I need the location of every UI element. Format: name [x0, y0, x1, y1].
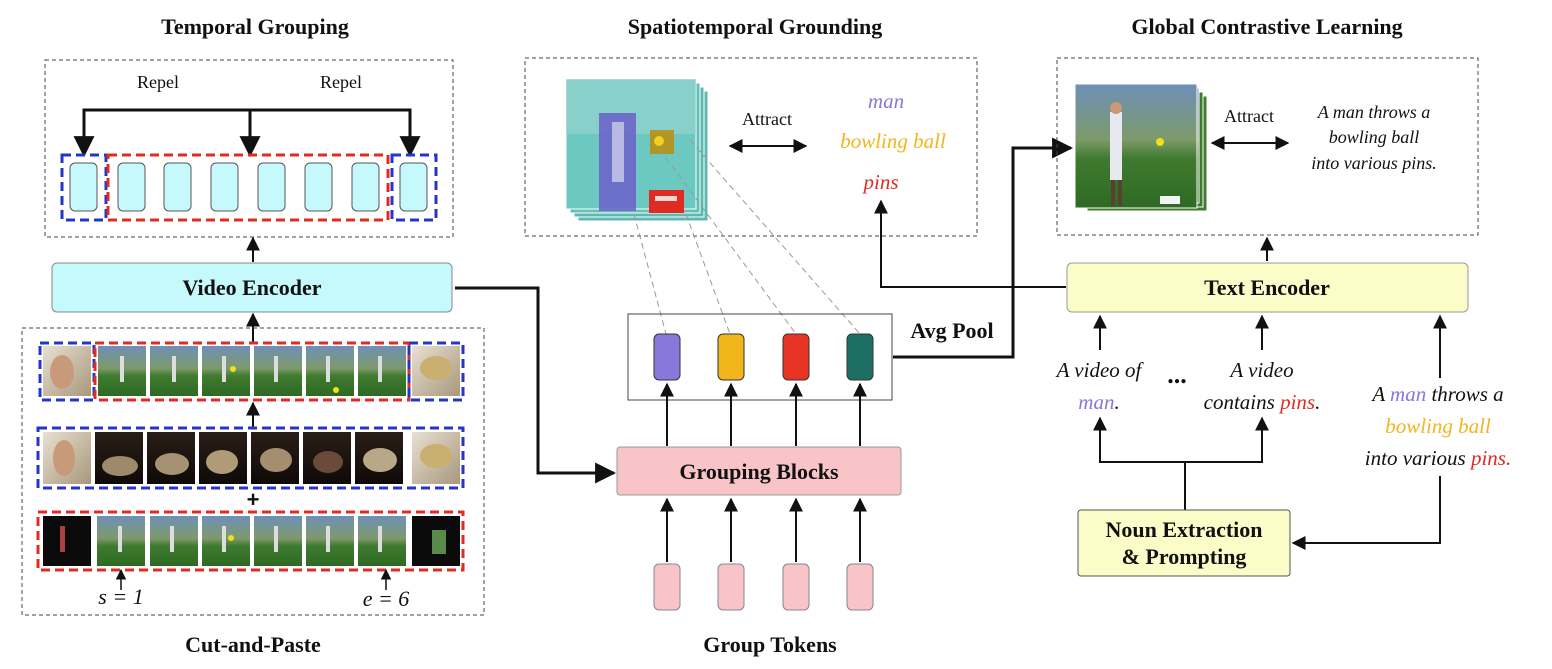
prompt-b-line1: A video — [1228, 358, 1293, 382]
grouping-up-arrows — [660, 382, 867, 446]
group-tokens — [653, 563, 874, 611]
arrow-caption-to-extract — [1291, 476, 1441, 550]
title-global-contrastive: Global Contrastive Learning — [1131, 14, 1402, 39]
global-contrastive-panel — [1056, 57, 1479, 236]
token-background — [846, 333, 874, 381]
arrow-extract-to-prompt-b — [1185, 416, 1269, 463]
token-bowling-ball — [717, 333, 745, 381]
token-up-arrows — [660, 497, 867, 562]
grounding-word-bowling-ball: bowling ball — [840, 129, 946, 153]
title-group-tokens: Group Tokens — [703, 632, 837, 657]
noun-extraction-line2: & Prompting — [1122, 544, 1247, 569]
global-caption-line3: into various pins. — [1311, 153, 1437, 173]
grounding-word-pins: pins — [861, 170, 898, 194]
title-spatiotemporal-grounding: Spatiotemporal Grounding — [628, 14, 882, 39]
grouping-blocks-label: Grouping Blocks — [679, 459, 839, 484]
pooled-token-box — [627, 313, 893, 401]
global-caption-line1: A man throws a — [1317, 102, 1431, 122]
temporal-grouping-panel — [44, 59, 454, 238]
start-index: s = 1 — [98, 584, 143, 609]
attract-label-grounding: Attract — [742, 109, 792, 129]
noun-extraction-line1: Noun Extraction — [1105, 517, 1262, 542]
cut-and-paste-panel — [21, 327, 485, 616]
attract-label-global: Attract — [1224, 106, 1274, 126]
repel-label-left: Repel — [137, 72, 179, 92]
title-cut-and-paste: Cut-and-Paste — [185, 632, 321, 657]
token-pins — [782, 333, 810, 381]
noun-extraction-block: Noun Extraction & Prompting — [1077, 509, 1291, 577]
avg-pool-label: Avg Pool — [910, 318, 993, 343]
arrow-text-encoder-to-words — [874, 199, 1066, 288]
grounding-frames — [565, 78, 709, 222]
global-caption-line2: bowling ball — [1329, 127, 1420, 147]
title-temporal-grouping: Temporal Grouping — [161, 14, 349, 39]
caption-colored-line1: A man throws a — [1370, 382, 1503, 406]
caption-colored-line2: bowling ball — [1385, 414, 1491, 438]
token-man — [653, 333, 681, 381]
text-encoder-block: Text Encoder — [1066, 262, 1469, 313]
grouping-blocks: Grouping Blocks — [616, 446, 902, 496]
global-frames — [1074, 83, 1208, 212]
end-index: e = 6 — [363, 586, 410, 611]
arrow-extract-to-prompt-a — [1093, 416, 1186, 510]
repel-connector — [73, 108, 421, 158]
prompt-a-line2: man. — [1078, 390, 1119, 414]
mixed-clip-row — [38, 341, 465, 402]
prompt-up-arrows — [1093, 314, 1447, 378]
prompt-ellipsis: ... — [1167, 360, 1187, 389]
arrow-avgpool-to-global — [893, 137, 1074, 359]
video-encoder-block: Video Encoder — [51, 262, 453, 313]
grounding-word-man: man — [868, 89, 904, 113]
plus-sign: + — [247, 487, 260, 512]
text-encoder-label: Text Encoder — [1204, 275, 1330, 300]
background-clip-row — [36, 426, 465, 490]
prompt-b-line2: contains pins. — [1204, 390, 1321, 414]
foreground-clip-row — [36, 510, 465, 572]
arrow-encoder-to-grouping-blocks — [455, 286, 617, 484]
video-encoder-label: Video Encoder — [182, 275, 321, 300]
repel-label-right: Repel — [320, 72, 362, 92]
prompt-a-line1: A video of — [1055, 358, 1145, 382]
temporal-feature-row — [60, 153, 438, 222]
grounding-panel — [524, 57, 978, 237]
caption-colored-line3: into various pins. — [1365, 446, 1511, 470]
